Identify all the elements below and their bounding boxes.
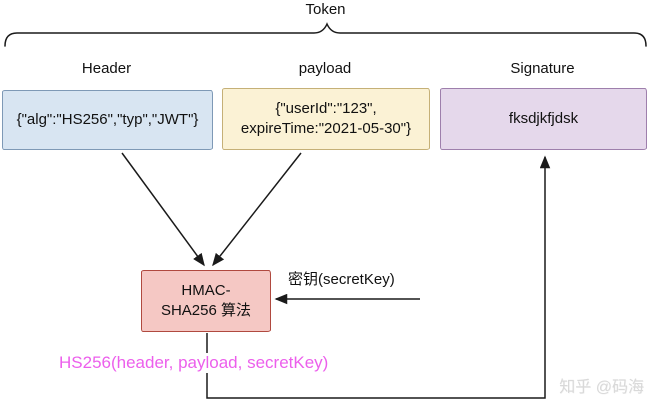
secret-key-label: 密钥(secretKey) bbox=[288, 271, 395, 288]
header-section-label: Header bbox=[81, 60, 132, 77]
token-title: Token bbox=[305, 1, 346, 18]
signature-box-text: fksdjkfjdsk bbox=[508, 109, 579, 127]
hmac-algorithm-box: HMAC- SHA256 算法 bbox=[141, 270, 271, 332]
payload-box-text-line1: {"userId":"123", bbox=[275, 99, 377, 117]
hmac-box-text-line1: HMAC- bbox=[181, 281, 231, 299]
payload-box-text-line2: expireTime:"2021-05-30"} bbox=[240, 120, 412, 137]
token-brace bbox=[4, 22, 647, 47]
header-box: {"alg":"HS256","typ","JWT"} bbox=[2, 90, 213, 150]
payload-box: {"userId":"123", expireTime:"2021-05-30"… bbox=[222, 88, 430, 150]
signature-section-label: Signature bbox=[510, 60, 575, 77]
header-box-text: {"alg":"HS256","typ","JWT"} bbox=[16, 110, 199, 128]
hmac-box-text-line2: SHA256 算法 bbox=[160, 302, 252, 319]
watermark: 知乎 @码海 bbox=[559, 379, 644, 396]
arrow-header-to-hmac bbox=[121, 152, 205, 267]
payload-section-label: payload bbox=[298, 60, 352, 77]
arrow-payload-to-hmac bbox=[212, 152, 302, 267]
hs256-formula: HS256(header, payload, secretKey) bbox=[56, 353, 332, 373]
signature-box: fksdjkfjdsk bbox=[440, 88, 647, 150]
